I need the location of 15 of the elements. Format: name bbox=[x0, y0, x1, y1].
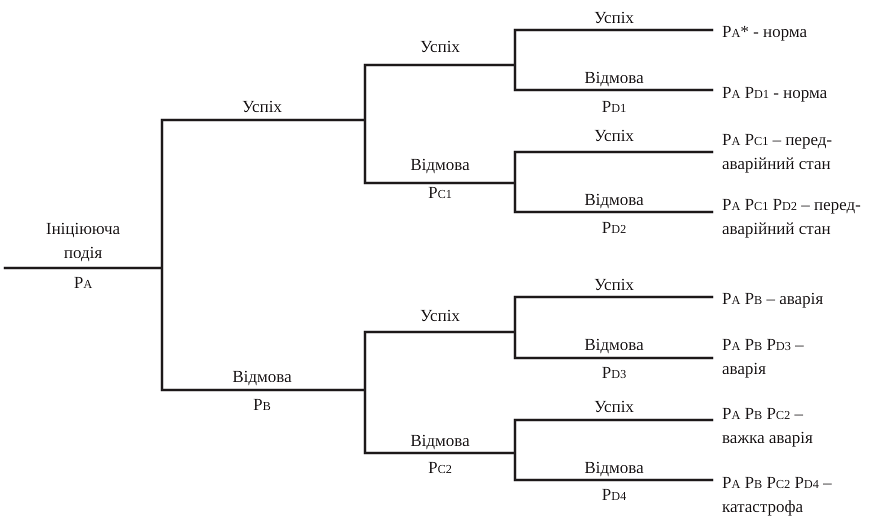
branch-label: Відмова bbox=[584, 457, 644, 479]
branch-label: Відмова bbox=[410, 430, 470, 452]
branch-label: Відмова bbox=[410, 154, 470, 176]
branch-label: Успіх bbox=[420, 305, 460, 327]
branch-label: Успіх bbox=[242, 96, 282, 118]
branch-label: Успіх bbox=[594, 125, 634, 147]
branch-label: Успіх bbox=[594, 274, 634, 296]
initiating-event-label: Ініціююча подія bbox=[44, 218, 122, 264]
branch-label: Відмова bbox=[584, 334, 644, 356]
branch-label: Успіх bbox=[420, 36, 460, 58]
branch-label: Успіх bbox=[594, 396, 634, 418]
branch-label: Відмова bbox=[232, 366, 292, 388]
branch-label: Відмова bbox=[584, 189, 644, 211]
branch-label: Відмова bbox=[584, 67, 644, 89]
branch-label: Успіх bbox=[594, 7, 634, 29]
